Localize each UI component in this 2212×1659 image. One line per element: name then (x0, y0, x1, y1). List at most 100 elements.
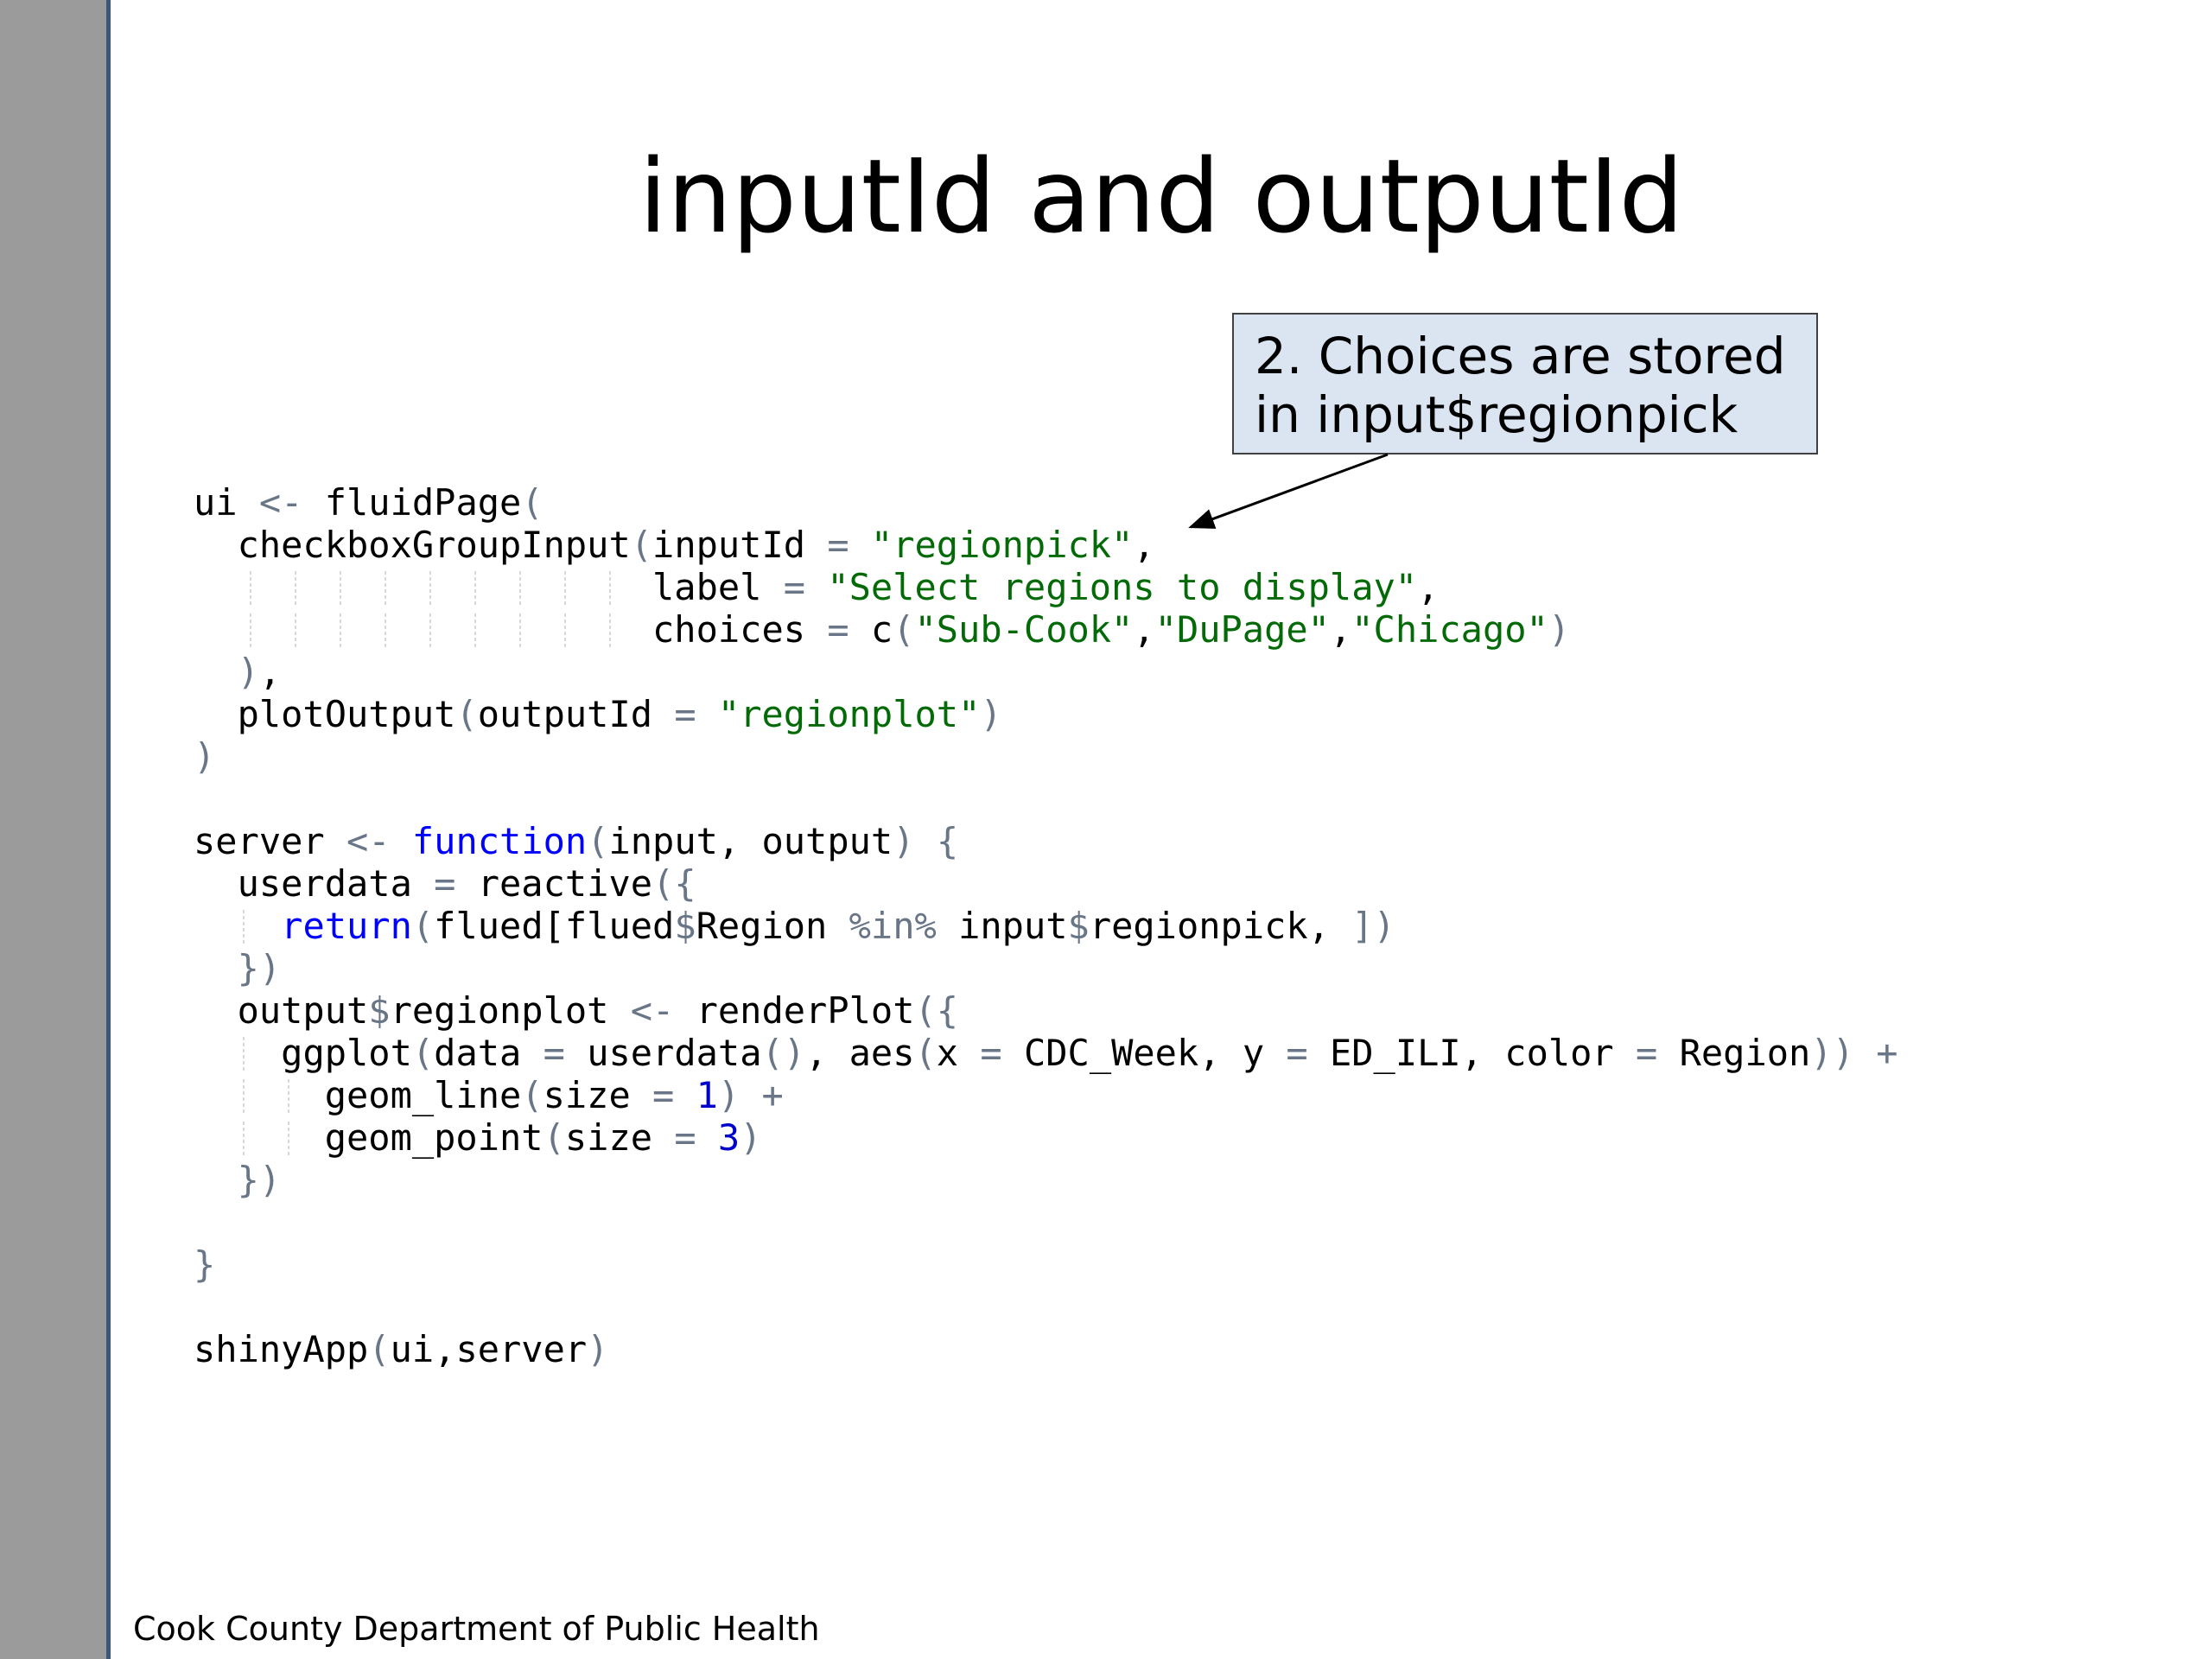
code-token: Region (696, 905, 849, 947)
code-token: <- (630, 989, 675, 1032)
code-token: geom_line (324, 1074, 522, 1116)
code-token (740, 1074, 761, 1116)
code-token (696, 693, 718, 735)
code-token (915, 820, 937, 862)
code-indent (194, 947, 238, 989)
code-token: ) (893, 820, 915, 862)
code-token: size (564, 1116, 675, 1159)
code-token: = (1286, 1032, 1308, 1074)
code-indent (194, 1159, 238, 1201)
code-token: }) (237, 947, 282, 989)
code-token: ( (368, 1328, 391, 1370)
code-token: = (783, 566, 806, 608)
code-token: <- (258, 481, 303, 524)
code-token: $ (1067, 905, 1090, 947)
code-token: x (936, 1032, 981, 1074)
code-token: Region (1657, 1032, 1811, 1074)
code-indent (194, 651, 238, 693)
code-token: ( (543, 1116, 565, 1159)
code-token: "Chicago" (1351, 608, 1548, 651)
code-token: ) (237, 651, 259, 693)
code-line (194, 778, 1897, 820)
code-token: ) (587, 1328, 609, 1370)
code-token: () (761, 1032, 806, 1074)
slide-title: inputId and outputId (639, 137, 1684, 256)
callout-line-1: 2. Choices are stored (1255, 327, 1786, 385)
code-token: }) (237, 1159, 282, 1201)
code-line: shinyApp(ui,server) (194, 1328, 1897, 1370)
code-token: renderPlot (674, 989, 915, 1032)
code-token (696, 1116, 718, 1159)
code-token: = (980, 1032, 1002, 1074)
code-indent (194, 862, 238, 905)
code-token: } (194, 1243, 216, 1286)
code-token: "Sub-Cook" (914, 608, 1134, 651)
code-token: ( (521, 481, 543, 524)
code-block: ui <- fluidPage( checkboxGroupInput(inpu… (194, 481, 1897, 1370)
code-token: = (434, 862, 456, 905)
code-token: ( (893, 608, 915, 651)
code-line: output$regionplot <- renderPlot({ (194, 989, 1897, 1032)
code-line: plotOutput(outputId = "regionplot") (194, 693, 1897, 735)
code-token: ]) (1351, 905, 1395, 947)
code-line: geom_point(size = 3) (194, 1116, 1897, 1159)
code-token: "Select regions to display" (827, 566, 1418, 608)
code-token: <- (346, 820, 391, 862)
code-token: checkboxGroupInput (237, 524, 631, 566)
code-token: ED_ILI, color (1307, 1032, 1636, 1074)
code-token: ( (587, 820, 609, 862)
code-token: userdata (564, 1032, 762, 1074)
code-line: }) (194, 947, 1897, 989)
code-token: userdata (237, 862, 435, 905)
code-line: checkboxGroupInput(inputId = "regionpick… (194, 524, 1897, 566)
code-line (194, 1201, 1897, 1243)
code-token: plotOutput (237, 693, 456, 735)
code-line: ) (194, 735, 1897, 778)
code-token: , (258, 651, 282, 693)
code-token: ( (521, 1074, 543, 1116)
code-token: { (936, 820, 959, 862)
callout-box: 2. Choices are stored in input$regionpic… (1232, 313, 1818, 454)
code-token: ( (411, 1032, 435, 1074)
code-token: $ (674, 905, 696, 947)
code-token: flued[flued (434, 905, 675, 947)
code-token: data (434, 1032, 543, 1074)
code-token: ( (411, 905, 435, 947)
code-token: ui (194, 481, 259, 524)
code-token: = (827, 524, 849, 566)
slide-sidebar (0, 0, 111, 1659)
code-line: }) (194, 1159, 1897, 1201)
code-token: , (1133, 608, 1155, 651)
code-token: size (543, 1074, 653, 1116)
code-token: shinyApp (194, 1328, 369, 1370)
code-token: ui,server (390, 1328, 588, 1370)
code-token: ({ (652, 862, 696, 905)
code-token: = (674, 1116, 696, 1159)
callout-line-2: in input$regionpick (1255, 385, 1738, 444)
code-token (1854, 1032, 1876, 1074)
code-token: , (1329, 608, 1352, 651)
code-token: = (1636, 1032, 1658, 1074)
code-token: ) (1548, 608, 1571, 651)
code-token: ) (194, 735, 216, 778)
code-line: server <- function(input, output) { (194, 820, 1897, 862)
code-line: ), (194, 651, 1897, 693)
code-token: "regionpick" (870, 524, 1134, 566)
code-token: , aes (805, 1032, 915, 1074)
code-indent (194, 566, 652, 608)
code-token (674, 1074, 696, 1116)
code-token: input, output (608, 820, 893, 862)
code-token: , (1417, 566, 1440, 608)
code-token: + (761, 1074, 784, 1116)
code-token: output (237, 989, 369, 1032)
code-indent (194, 1074, 325, 1116)
code-token: $ (368, 989, 391, 1032)
code-line: return(flued[flued$Region %in% input$reg… (194, 905, 1897, 947)
code-indent (194, 1116, 325, 1159)
code-token (391, 820, 412, 862)
code-token: CDC_Week, y (1001, 1032, 1287, 1074)
code-token: label (652, 566, 784, 608)
code-token: regionpick, (1089, 905, 1352, 947)
code-indent (194, 905, 281, 947)
code-token: ) (740, 1116, 762, 1159)
